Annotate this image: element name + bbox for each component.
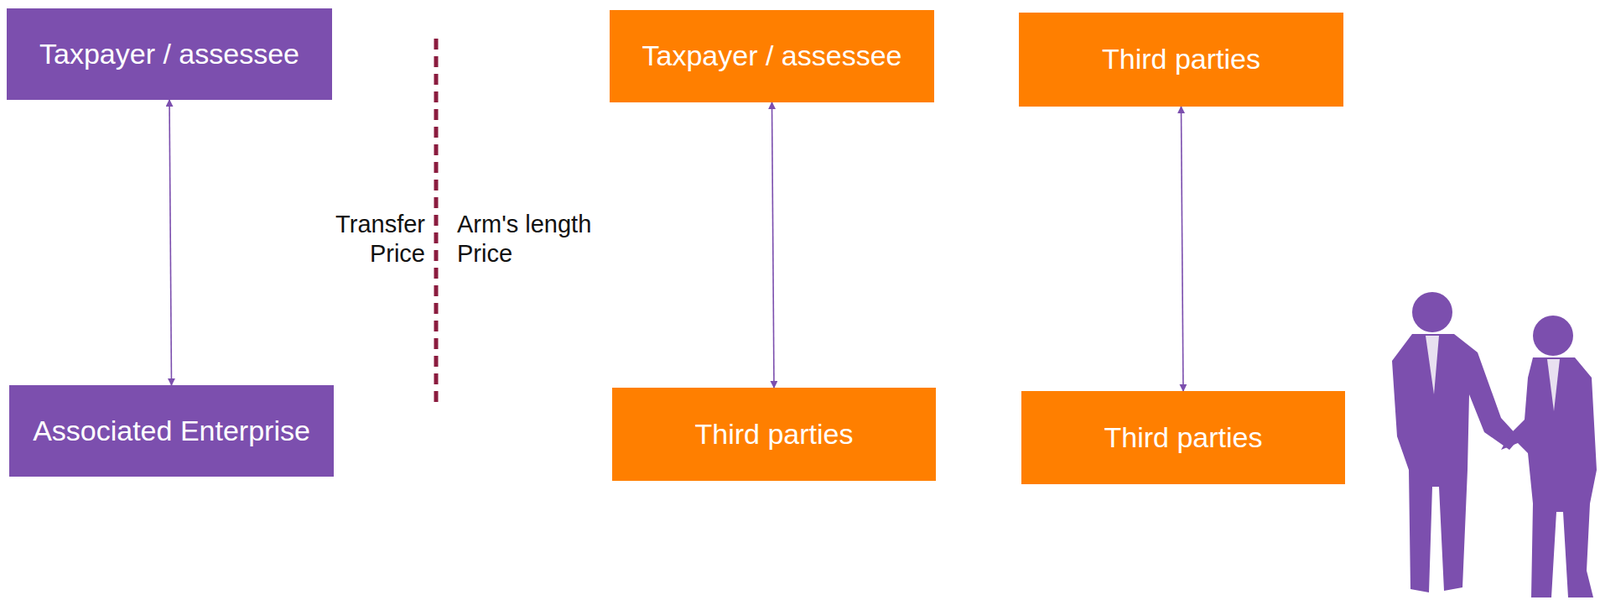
box-label: Third parties xyxy=(695,417,854,451)
process-box: Taxpayer / assessee xyxy=(6,8,333,100)
connector-arrow xyxy=(1181,106,1185,391)
box-label: Third parties xyxy=(1101,42,1261,76)
divider-line xyxy=(434,38,439,409)
handshake-illustration xyxy=(1392,291,1597,598)
box-label: Taxpayer / assessee xyxy=(642,39,903,73)
process-box: Third parties xyxy=(612,387,936,481)
connector-arrow xyxy=(169,99,172,385)
box-label: Associated Enterprise xyxy=(32,414,311,447)
process-box: Associated Enterprise xyxy=(9,384,334,477)
process-box: Third parties xyxy=(1018,12,1344,107)
arms-length-price-label: Arm's length Price xyxy=(457,209,638,269)
connector-arrow xyxy=(772,102,775,388)
process-box: Taxpayer / assessee xyxy=(609,10,935,103)
transfer-price-label: Transfer Price xyxy=(322,209,426,269)
box-label: Taxpayer / assessee xyxy=(39,37,300,71)
box-label: Third parties xyxy=(1104,420,1263,454)
process-box: Third parties xyxy=(1021,390,1346,484)
